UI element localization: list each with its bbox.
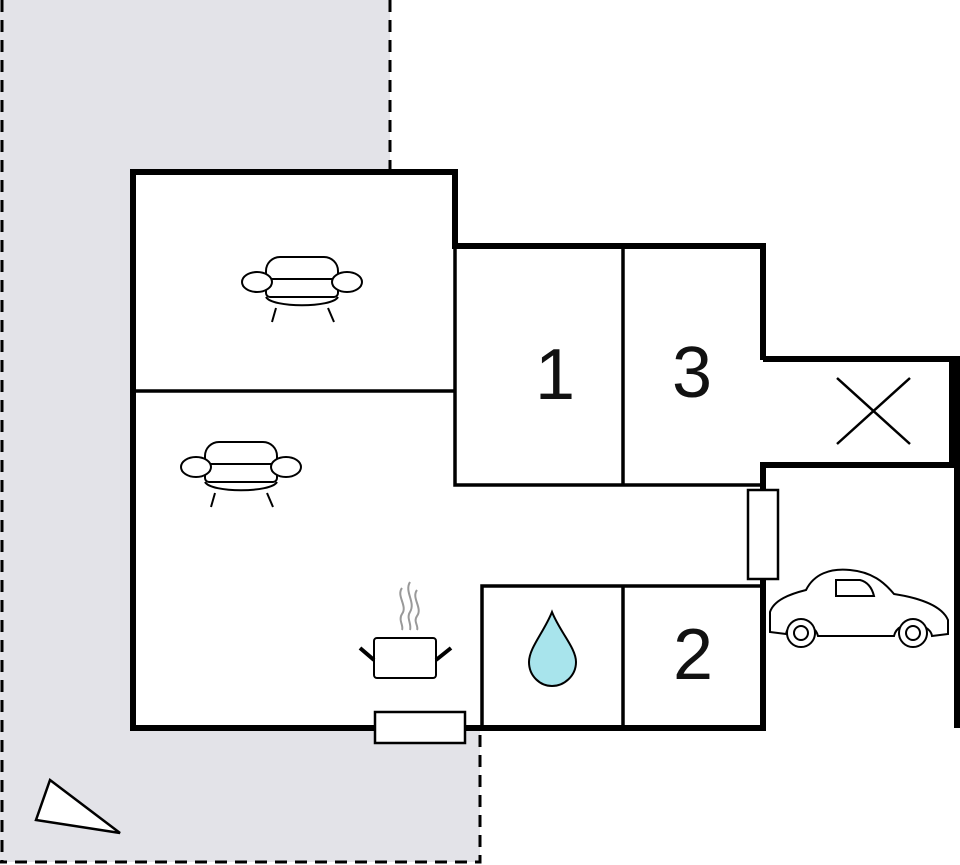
- north-arrow-icon: [34, 777, 121, 835]
- side-door: [746, 488, 780, 581]
- room-label-1: 1: [535, 335, 575, 415]
- sofa-icon: [180, 441, 302, 508]
- water-drop-icon: [527, 609, 578, 688]
- storage-annex: [763, 356, 960, 728]
- room-label-3: 3: [672, 333, 712, 413]
- car-icon: [769, 568, 949, 648]
- terrace-area: [0, 0, 482, 864]
- cross-icon: [836, 377, 911, 445]
- sofa-icon: [241, 256, 363, 323]
- house-floor: [133, 172, 763, 728]
- front-door: [373, 710, 467, 745]
- cooking-pot-icon: [358, 581, 453, 679]
- room-label-2: 2: [673, 615, 713, 695]
- interior-walls: [133, 246, 763, 728]
